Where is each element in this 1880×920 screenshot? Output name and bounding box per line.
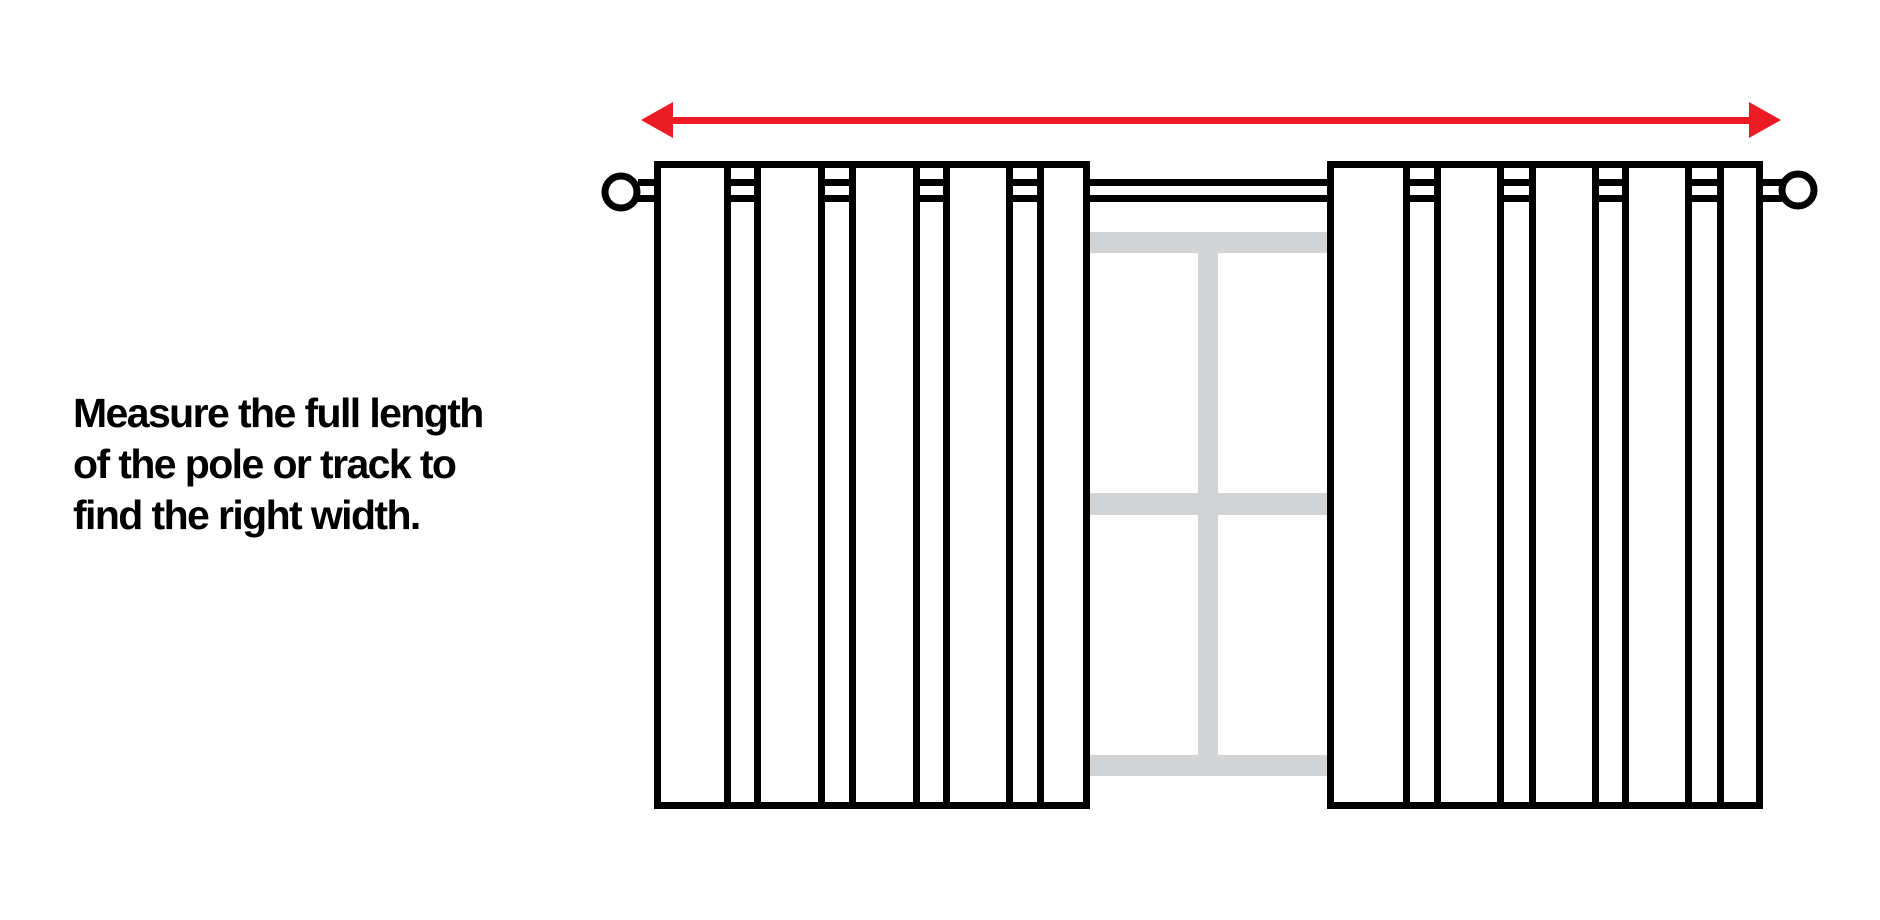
window-frame bbox=[1090, 232, 1327, 776]
left-curtain-panel bbox=[654, 161, 1090, 809]
right-curtain-panel bbox=[1327, 161, 1763, 809]
instruction-caption: Measure the full length of the pole or t… bbox=[73, 388, 553, 541]
caption-line-2: of the pole or track to bbox=[73, 441, 457, 487]
left-finial-icon bbox=[601, 172, 641, 212]
width-measurement-arrow-icon bbox=[641, 102, 1781, 138]
right-finial-icon bbox=[1778, 170, 1818, 210]
caption-line-3: find the right width. bbox=[73, 492, 421, 538]
caption-line-1: Measure the full length bbox=[73, 390, 484, 436]
curtain-pole bbox=[638, 179, 1782, 202]
